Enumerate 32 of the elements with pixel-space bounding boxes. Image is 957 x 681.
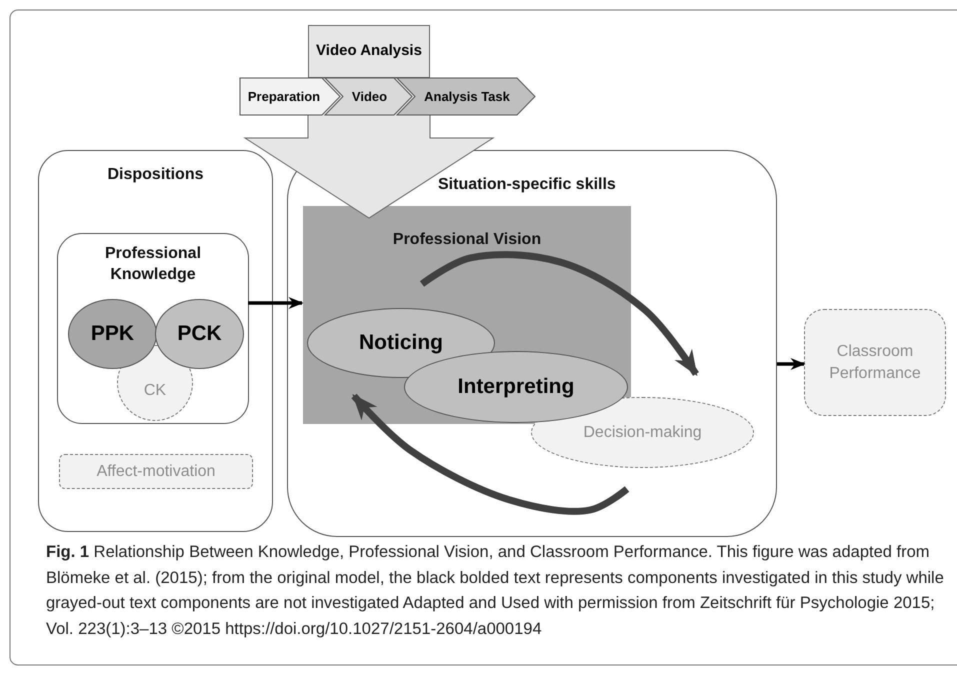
figure-caption: Fig. 1 Relationship Between Knowledge, Professional Vision, and Classroom Performance. This figure was adapted from Blömeke et al. (2015); from the original model, the black bolded text represents components investigated in this study while grayed-out text components are not investigated Adapted and Used with permission from Zeitschrift für Psychologie 2015; Vol. 223(1):3–13 ©2015 https://doi.org/10.1027/2151-2604/a000194 [46,542,945,640]
node-label: Preparation [248,88,320,106]
node-label: Interpreting [458,374,574,400]
node-label: Decision-making [583,422,702,443]
node-label: CK [144,381,166,402]
group-title: Dispositions [106,165,204,185]
chevron-step [397,78,535,115]
node-label: Analysis Task [424,88,510,106]
node-label: Noticing [359,330,443,356]
node-label: Affect-motivation [96,462,216,482]
group-box [57,233,249,424]
arrow [777,358,806,370]
group-box [287,150,777,537]
block-arrow [243,78,495,219]
group-box [38,150,273,532]
node-label: Video [352,88,388,106]
chevron-step [325,78,412,115]
component-box [59,454,253,489]
vision-panel [303,206,631,424]
node-label: Video Analysis [316,41,422,62]
node-label: Classroom Performance [828,342,922,384]
curved-arrow [420,251,699,376]
chevron-step [240,78,340,115]
stage-box [308,25,430,78]
group-title: Situation-specific skills [438,175,616,195]
group-title: Professional Vision [392,230,542,250]
node-label: PPK [90,320,134,347]
arrow [248,297,304,309]
outcome-box [804,309,946,416]
group-title: Professional Knowledge [104,244,202,285]
node-label: PCK [177,320,222,347]
curved-arrow [351,394,630,515]
